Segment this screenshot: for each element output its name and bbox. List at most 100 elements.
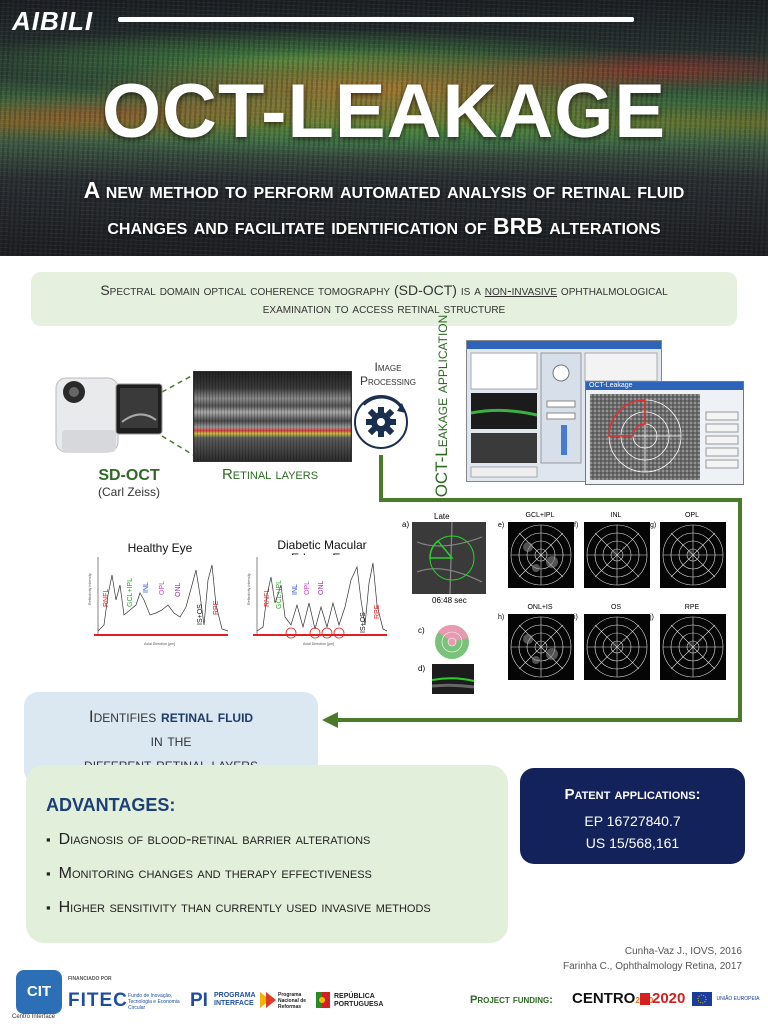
sd-oct-device-image — [55, 377, 163, 453]
portugal-2020-text: 2020 — [652, 990, 686, 1007]
layer-map-name: OPL — [684, 512, 699, 519]
svg-text:Axial Direction [µm]: Axial Direction [µm] — [303, 642, 334, 646]
patent-box: Patent applications: EP 16727840.7 US 15… — [520, 768, 745, 864]
svg-text:Reflectivity Intensity: Reflectivity Intensity — [247, 573, 251, 605]
republica-text: REPÚBLICA PORTUGUESA — [334, 993, 384, 1008]
patent-title-text: Patent applications — [564, 786, 696, 803]
oct-app-text: OCT-Leakage application — [432, 314, 451, 498]
layer-map-label: g) — [650, 522, 657, 529]
device-maker: (Carl Zeiss) — [98, 485, 160, 499]
image-processing-label: Image Processing — [359, 360, 416, 388]
window-title: OCT-Leakage — [589, 382, 633, 389]
healthy-eye-title: Healthy Eye — [127, 541, 193, 555]
republica-icon — [316, 992, 330, 1008]
oct-bscan-thumb — [432, 664, 474, 694]
oct-leakage-titlebar: OCT-Leakage — [586, 382, 743, 390]
retinal-layers-label: Retinal layers — [221, 466, 319, 483]
subtitle-line-2: changes and facilitate identification of… — [107, 213, 661, 239]
intro-box: Spectral domain optical coherence tomogr… — [31, 272, 737, 326]
fluid-line-1: Identifies retinal fluid — [24, 705, 318, 729]
project-funding-label: Project funding: — [470, 994, 553, 1006]
device-name: SD-OCT — [98, 467, 160, 484]
oct-app-label: OCT-Leakage application — [424, 315, 460, 498]
layer-map-image — [508, 522, 574, 588]
eu-flag-icon — [692, 991, 712, 1006]
layer-map-label: i) — [574, 614, 578, 621]
svg-text:OPL: OPL — [159, 581, 166, 595]
fluid-text-bold: retinal fluid — [161, 707, 254, 726]
layer-map-label: h) — [498, 614, 505, 621]
aibili-logo: AIBILI — [12, 6, 94, 36]
svg-text:ONL: ONL — [175, 583, 182, 598]
svg-text:OPL: OPL — [304, 581, 311, 595]
window-titlebar — [467, 341, 661, 349]
reformas-text: Programa Nacional de Reformas — [278, 992, 307, 1010]
retina-scan-image — [193, 371, 352, 462]
patent-title: Patent applications: — [520, 786, 745, 803]
eu-text: UNIÃO EUROPEIA — [716, 995, 760, 1002]
layer-map-name: GCL+IPL — [525, 512, 555, 519]
panel-c-label: c) — [418, 626, 425, 635]
intro-line-1: Spectral domain optical coherence tomogr… — [31, 281, 737, 299]
layer-map-name: OS — [610, 604, 622, 611]
layer-map-image — [584, 522, 650, 588]
layer-map-image — [584, 614, 650, 680]
panel-late-label: Late — [434, 512, 450, 521]
svg-text:RNFL: RNFL — [264, 589, 271, 607]
fluid-line-2: in the — [150, 731, 192, 750]
advantages-box: ADVANTAGES: Diagnosis of blood-retinal b… — [26, 765, 508, 943]
layer-map: INL f) — [574, 512, 654, 602]
portugal-2020-logo: 2020 — [640, 990, 685, 1008]
pi-logo: PI — [190, 990, 208, 1011]
advantages-title: ADVANTAGES: — [46, 795, 176, 815]
svg-text:RPE: RPE — [374, 604, 381, 619]
subtitle-line-1: A new method to perform automated analys… — [83, 177, 685, 203]
svg-text:Reflectivity Intensity: Reflectivity Intensity — [88, 573, 92, 605]
sector-map — [435, 624, 469, 659]
layer-map-label: f) — [574, 522, 579, 529]
intro-text-a: Spectral domain optical coherence tomogr… — [100, 282, 485, 298]
app-screenshot-window: OCT-Leakage — [585, 381, 744, 485]
healthy-eye-profile-plot: RNFL GCL+IPL INL OPL ONL IS+OS RPE Refle… — [88, 555, 230, 647]
patent-us: US 15/568,161 — [585, 835, 680, 851]
intro-line-2: examination to access retinal structure — [262, 300, 506, 316]
svg-text:GCL+IPL: GCL+IPL — [127, 578, 134, 607]
reformas-icon — [260, 992, 276, 1008]
patent-ep: EP 16727840.7 — [584, 813, 681, 829]
layer-map-image — [508, 614, 574, 680]
layer-map-name: INL — [610, 512, 622, 519]
svg-text:INL: INL — [143, 582, 150, 593]
reference-1: Cunha-Vaz J., IOVS, 2016 — [624, 946, 742, 957]
window-content — [590, 394, 739, 480]
centro-logo-text: CENTRO — [572, 990, 636, 1007]
fitec-logo: FITEC — [68, 990, 128, 1011]
panel-a-label: a) — [402, 520, 410, 529]
patent-title-colon: : — [695, 786, 701, 803]
intro-underlined: non-invasive — [484, 282, 558, 298]
angiography-image — [412, 522, 486, 594]
fitec-sub: Fundo de Inovação, Tecnologia e Economia… — [128, 993, 180, 1011]
cit-logo: CIT — [16, 970, 62, 1014]
financed-label: FINANCIADO POR — [68, 976, 112, 982]
dme-title-line-1: Diabetic Macular — [277, 538, 367, 552]
advantage-item: Diagnosis of blood-retinal barrier alter… — [46, 831, 371, 849]
advantage-item: Monitoring changes and therapy effective… — [46, 865, 372, 883]
svg-text:GCL+IPL: GCL+IPL — [276, 580, 283, 609]
fluid-text-identifies: Identifies — [88, 707, 162, 726]
layer-map-image — [660, 614, 726, 680]
cit-sub: Centro Interface — [12, 1014, 56, 1020]
gear-icon — [354, 395, 408, 449]
svg-text:INL: INL — [292, 584, 299, 595]
layer-map-label: j) — [650, 614, 654, 621]
dme-eye-profile-plot: RNFL GCL+IPL INL OPL ONL IS+OS RPE Refle… — [247, 555, 389, 647]
app-screenshot-content — [470, 352, 658, 478]
oct-background-texture — [0, 0, 768, 256]
svg-text:ONL: ONL — [318, 581, 325, 596]
reference-2: Farinha C., Ophthalmology Retina, 2017 — [563, 961, 742, 972]
layer-map: OS i) — [574, 604, 654, 694]
header-divider — [118, 17, 634, 22]
